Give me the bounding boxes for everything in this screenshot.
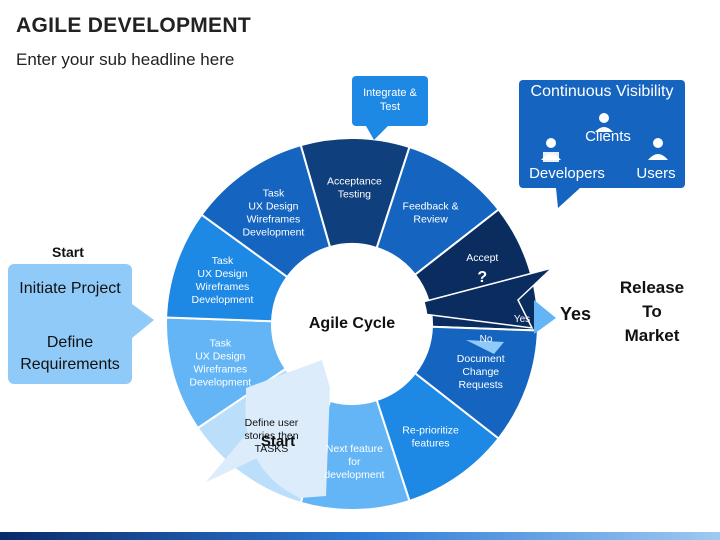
segment-label-feedback: Feedback & [403,200,459,212]
segment-label-reprioritize: Re-prioritize [402,425,459,437]
segment-label-define-stories: TASKS [255,443,289,455]
segment-label-task-2: Development [192,294,254,306]
yes-arrow [534,300,556,334]
segment-label-task-3: UX Design [248,200,298,212]
integrate-line-2: Test [379,101,401,113]
integrate-callout-box [352,76,428,126]
segment-label-task-1: Wireframes [193,363,247,375]
segment-label-task-1: Task [210,337,232,349]
yes-small-label: Yes [514,314,530,325]
release-line-2: To [642,302,662,321]
segment-label-task-2: Wireframes [196,281,250,293]
start-callout-pointer [206,420,262,482]
segment-label-doc-change: Change [462,366,499,378]
no-arrow [466,340,504,354]
yes-large-label: Yes [560,304,592,324]
start-heading: Start [52,244,84,260]
segment-label-next-feature: for [348,456,361,468]
segment-label-define-stories: Define user [245,417,299,429]
segment-label-task-1: Development [189,376,251,388]
segment-label-feedback: Review [413,213,448,225]
segment-label-reprioritize: features [412,438,450,450]
segment-task-3 [200,143,332,279]
developers-label: Developers [529,165,605,182]
start-inner-label: Start [261,433,295,450]
left-panel-pointer [132,304,154,338]
initiate-project-label: Initiate Project [19,280,121,297]
integrate-callout-pointer [366,126,388,140]
visibility-callout-box [519,80,685,188]
release-to-market: Release To Market [606,276,698,348]
segment-label-accept: Accept [466,252,498,264]
visibility-callout-pointer [556,188,580,208]
center-label: Agile Cycle [309,315,395,332]
segment-label-task-3: Wireframes [247,213,301,225]
center-circle [276,248,428,400]
page-subtitle: Enter your sub headline here [16,50,235,69]
segment-label-task-2: Task [212,255,234,267]
define-requirements-label: Define Requirements [8,332,132,376]
visibility-title: Continuous Visibility [530,83,674,100]
page-title: AGILE DEVELOPMENT [16,14,251,37]
users-label: Users [636,165,676,182]
requirements-line: Requirements [20,356,120,373]
segment-label-acceptance: Acceptance [327,176,382,188]
segment-label-next-feature: Next feature [326,443,383,455]
no-small-label: No [480,334,493,345]
integrate-line-1: Integrate & [363,87,417,99]
segment-label-task-2: UX Design [197,268,247,280]
release-line-1: Release [619,278,685,297]
bottom-accent-bar [0,532,720,540]
segment-label-acceptance: Testing [338,189,371,201]
segment-label-next-feature: development [324,469,384,481]
integrate-callout-text: Integrate & Test [352,86,428,114]
accept-arrow [391,267,553,329]
segment-label-define-stories: stories then [244,430,298,442]
clients-label: Clients [585,128,631,145]
segment-label-task-3: Task [263,187,285,199]
segment-label-doc-change: Document [457,353,505,365]
developer-person-icon [541,138,561,162]
left-panel-text: Initiate Project Define Requirements [8,264,160,386]
segment-label-task-1: UX Design [195,350,245,362]
left-panel-box [8,264,132,384]
start-callout [245,360,330,498]
segment-label-task-3: Development [242,226,304,238]
segment-label-doc-change: Requests [459,379,503,391]
segment-label-accept: ? [477,269,487,286]
define-line: Define [46,334,94,351]
clients-person-icon [595,113,613,132]
release-line-3: Market [624,326,680,345]
users-person-icon [648,138,668,160]
